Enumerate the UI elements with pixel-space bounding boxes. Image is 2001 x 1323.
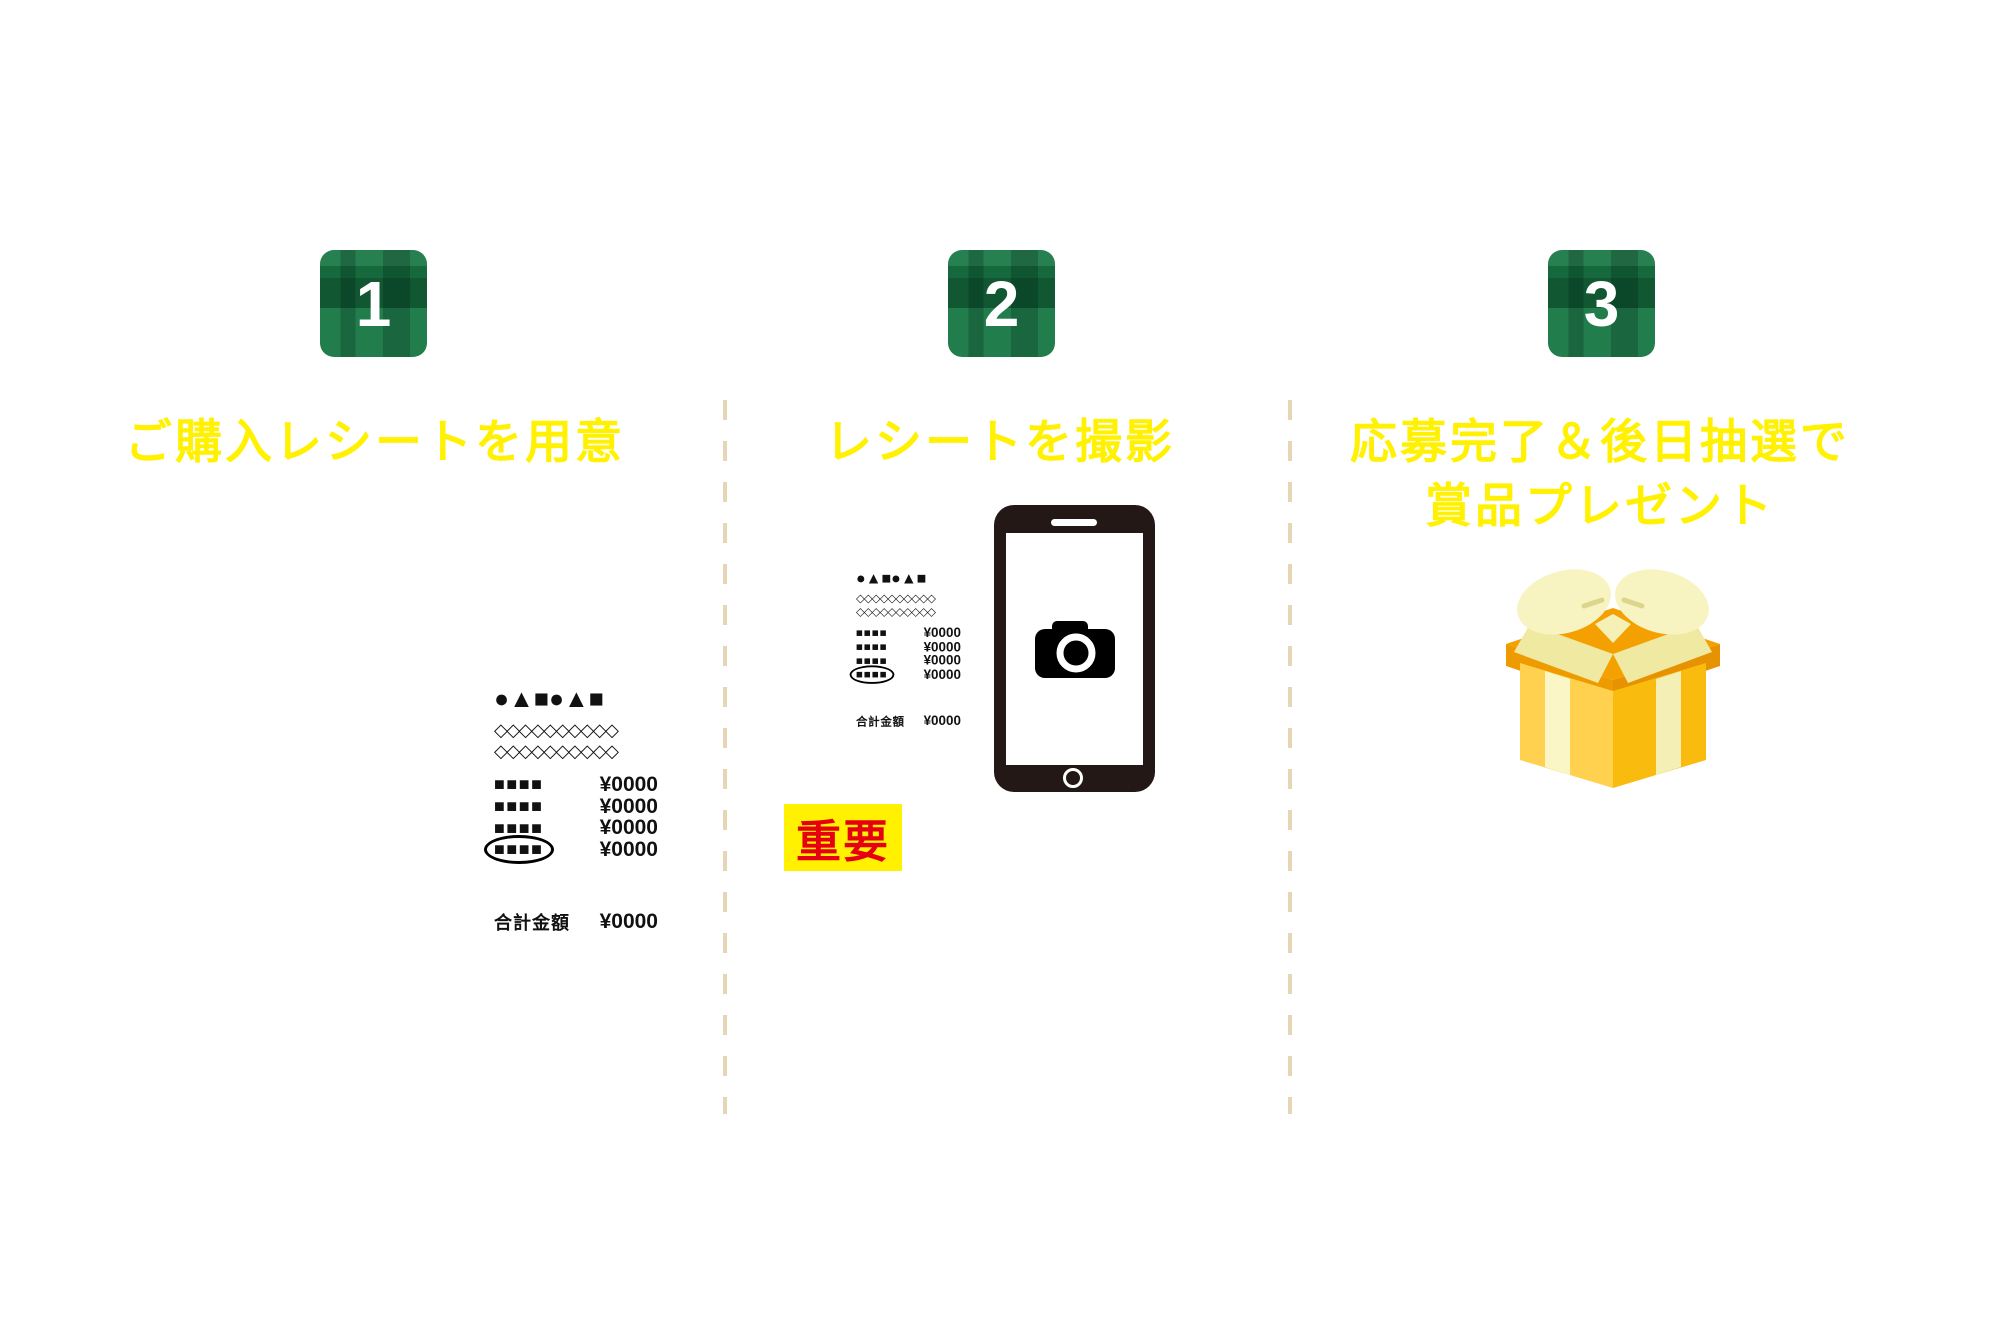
receipt-decoration-row: ◇◇◇◇◇◇◇◇◇◇ <box>494 741 619 761</box>
receipt-item-squares: ■■■■ <box>494 774 544 795</box>
receipt-item-squares: ■■■■ <box>856 626 888 640</box>
receipt-item-squares: ■■■■ <box>856 640 888 654</box>
receipt-item-price: ¥0000 <box>923 625 961 641</box>
receipt-item-price: ¥0000 <box>599 816 658 840</box>
phone-home-button <box>1063 768 1083 788</box>
step-1-title-text: ご購入レシートを用意 <box>125 415 625 468</box>
receipt-item-squares: ■■■■ <box>856 654 888 668</box>
step-2-badge: 2 <box>948 250 1055 357</box>
receipt-item-row: ■■■■ ¥0000 <box>856 653 961 669</box>
receipt-item-price: ¥0000 <box>923 653 961 669</box>
receipt-header-shapes: ●▲■●▲■ <box>856 569 927 588</box>
phone-screen <box>1006 533 1143 765</box>
smartphone-icon <box>994 505 1155 792</box>
column-divider-2 <box>1288 400 1292 1114</box>
phone-speaker <box>1051 519 1097 526</box>
receipt-item-price: ¥0000 <box>923 639 961 655</box>
step-2-title-text: レシートを撮影 <box>825 415 1175 468</box>
receipt-decoration-row: ◇◇◇◇◇◇◇◇◇◇ <box>856 605 936 618</box>
receipt-item-price: ¥0000 <box>923 667 961 682</box>
receipt-item-squares: ■■■■ <box>494 796 544 817</box>
receipt-highlight-ellipse: ■■■■ <box>484 835 554 865</box>
step-3-title-line2: 賞品プレゼント <box>1425 479 1775 532</box>
receipt-item-row: ■■■■ ¥0000 <box>856 639 961 655</box>
important-badge: 重要 <box>784 804 902 871</box>
receipt-item-row: ■■■■ ¥0000 <box>494 794 658 818</box>
receipt-decoration-row: ◇◇◇◇◇◇◇◇◇◇ <box>856 591 936 605</box>
receipt-item-row-highlighted: ■■■■ ¥0000 <box>849 665 961 685</box>
step-3-title-line1: 応募完了＆後日抽選で <box>1350 415 1850 468</box>
receipt-total-price: ¥0000 <box>923 713 961 728</box>
important-label: 重要 <box>795 816 890 867</box>
receipt-item-row: ■■■■ ¥0000 <box>494 816 658 840</box>
receipt-item-price: ¥0000 <box>599 772 658 796</box>
receipt-total-row: 合計金額 ¥0000 <box>856 713 961 730</box>
receipt-item-row-highlighted: ■■■■ ¥0000 <box>484 835 658 865</box>
receipt-item-price: ¥0000 <box>599 794 658 818</box>
step-2-title: レシートを撮影 <box>700 410 1300 474</box>
receipt-header-shapes: ●▲■●▲■ <box>494 685 604 713</box>
receipt-item-squares: ■■■■ <box>494 839 544 860</box>
receipt-total-price: ¥0000 <box>599 909 658 933</box>
receipt-item-squares: ■■■■ <box>494 817 544 838</box>
receipt-items: ■■■■ ¥0000 ■■■■ ¥0000 ■■■■ ¥0000 ■■■■ ¥0… <box>484 772 658 865</box>
receipt-items: ■■■■ ¥0000 ■■■■ ¥0000 ■■■■ ¥0000 ■■■■ ¥0… <box>849 625 961 685</box>
column-divider-1 <box>723 400 727 1114</box>
step-1-badge: 1 <box>320 250 427 357</box>
step-1-number: 1 <box>355 267 392 340</box>
gift-icon <box>1500 566 1720 792</box>
receipt-decoration-row: ◇◇◇◇◇◇◇◇◇◇ <box>494 720 619 740</box>
step-2-number: 2 <box>983 267 1020 340</box>
step-3-badge: 3 <box>1548 250 1655 357</box>
receipt-total-label: 合計金額 <box>494 912 570 933</box>
receipt-icon-small: ●▲■●▲■ ◇◇◇◇◇◇◇◇◇◇ ◇◇◇◇◇◇◇◇◇◇ ■■■■ ¥0000 … <box>849 569 961 730</box>
step-3-number: 3 <box>1583 267 1620 340</box>
camera-icon <box>1034 621 1115 678</box>
receipt-total-label: 合計金額 <box>856 715 905 728</box>
receipt-item-price: ¥0000 <box>599 837 658 861</box>
receipt-item-row: ■■■■ ¥0000 <box>494 772 658 796</box>
step-3-title: 応募完了＆後日抽選で 賞品プレゼント <box>1300 410 1900 538</box>
receipt-icon: ●▲■●▲■ ◇◇◇◇◇◇◇◇◇◇ ◇◇◇◇◇◇◇◇◇◇ ■■■■ ¥0000 … <box>484 685 658 935</box>
receipt-item-squares: ■■■■ <box>856 668 888 681</box>
receipt-item-row: ■■■■ ¥0000 <box>856 625 961 641</box>
receipt-total-row: 合計金額 ¥0000 <box>494 909 658 935</box>
step-1-title: ご購入レシートを用意 <box>75 410 675 474</box>
receipt-highlight-ellipse: ■■■■ <box>849 665 895 685</box>
